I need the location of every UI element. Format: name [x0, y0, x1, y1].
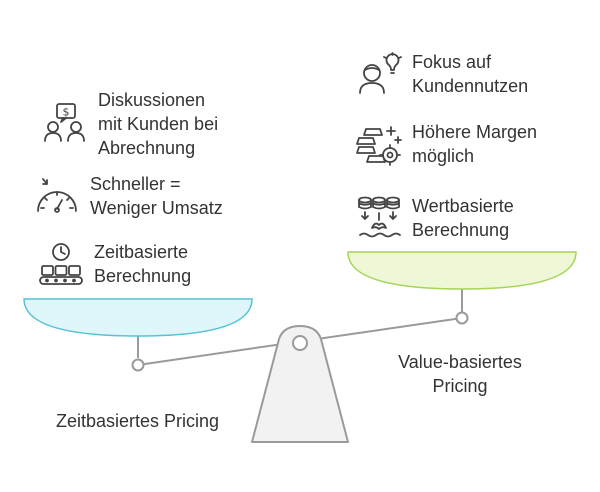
right-item-label: Fokus auf Kundennutzen — [412, 52, 529, 96]
coins-water-icon — [358, 196, 401, 238]
clock-conveyor-icon — [39, 243, 83, 285]
person-idea-icon — [359, 52, 402, 94]
right-pivot — [455, 311, 469, 325]
left-item-label: Zeitbasierte Berechnung — [94, 242, 192, 286]
right-item-margins: Höhere Margen möglich — [356, 120, 537, 168]
left-item-label: Diskussionen mit Kunden bei Abrechnung — [98, 90, 219, 158]
right-caption: Value-basiertes Pricing — [398, 352, 522, 396]
left-item-time-billing: Zeitbasierte Berechnung — [38, 240, 191, 288]
right-item-customer-focus: Fokus auf Kundennutzen — [356, 50, 528, 98]
left-pivot — [131, 358, 145, 372]
money-discussion-icon: $ — [44, 103, 85, 142]
right-scale-pan — [347, 251, 577, 290]
right-item-value-billing: Wertbasierte Berechnung — [356, 194, 514, 242]
speedometer-icon — [37, 178, 77, 213]
right-item-label: Wertbasierte Berechnung — [412, 196, 514, 240]
fulcrum-stand — [251, 325, 349, 443]
gold-bars-gear-icon — [356, 126, 402, 166]
left-scale-pan — [23, 298, 253, 337]
left-item-discussions: $ Diskussionen mit Kunden bei Abrechnung — [42, 88, 218, 160]
fulcrum-pivot — [292, 335, 308, 351]
svg-text:$: $ — [63, 106, 70, 119]
right-item-label: Höhere Margen möglich — [412, 122, 538, 166]
left-item-speed: Schneller = Weniger Umsatz — [34, 172, 223, 220]
left-caption: Zeitbasiertes Pricing — [55, 411, 220, 431]
left-item-label: Schneller = Weniger Umsatz — [90, 174, 223, 218]
